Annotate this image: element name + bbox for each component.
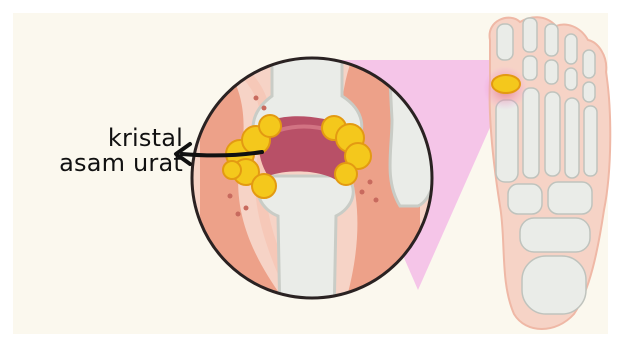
metatarsal-1 bbox=[496, 100, 518, 182]
annotation-label: kristal asam urat bbox=[13, 126, 183, 176]
toe-bone-1 bbox=[497, 24, 513, 60]
foot-crystal-deposit bbox=[492, 75, 520, 93]
toe-bone-2 bbox=[523, 18, 537, 52]
annotation-line-1: kristal bbox=[13, 126, 183, 151]
toe-bone-4 bbox=[565, 34, 577, 64]
heel-bone bbox=[522, 256, 586, 314]
foot-illustration bbox=[483, 17, 610, 329]
toe-bone-3 bbox=[545, 24, 558, 56]
toe-bone-5 bbox=[583, 50, 595, 78]
annotation-line-2: asam urat bbox=[13, 151, 183, 176]
